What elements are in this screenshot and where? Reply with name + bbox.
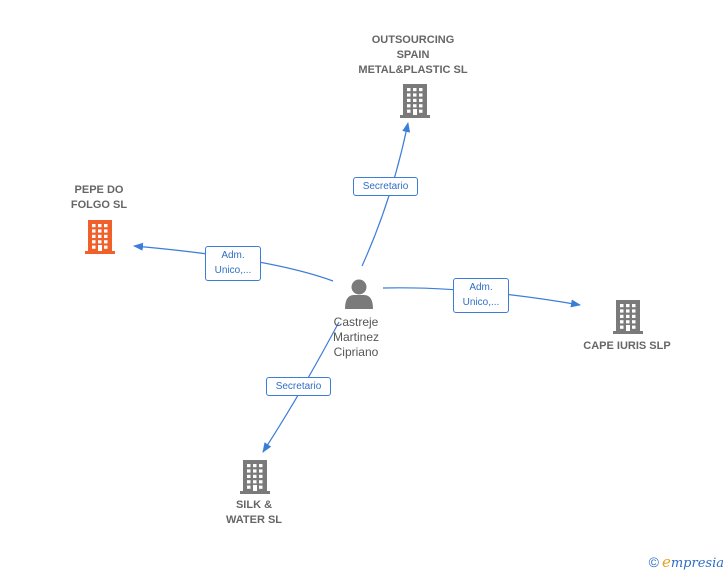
relation-label-pepe: Adm. Unico,... [205,246,261,281]
building-icon-cape[interactable] [613,300,643,334]
brand-logo-text: mpresia [670,556,724,571]
empresia-watermark: ©empresia [649,553,724,571]
company-label-pepe[interactable]: PEPE DO FOLGO SL [70,184,128,211]
relation-label-silk: Secretario [266,377,331,396]
relation-edge-outsourcing [361,122,411,267]
person-icon[interactable] [345,279,373,310]
relation-label-outsourcing: Secretario [353,177,418,196]
company-label-outsourcing[interactable]: OUTSOURCING SPAIN METAL&PLASTIC SL [358,34,468,76]
person-label[interactable]: Castreje Martinez Cipriano [332,315,379,359]
relation-label-cape: Adm. Unico,... [453,278,509,313]
building-icon-pepe[interactable] [85,220,115,254]
copyright-symbol: © [648,554,659,570]
brand-logo-e: e [661,553,671,571]
building-icon-silk[interactable] [240,460,270,494]
building-icon-outsourcing[interactable] [400,84,430,118]
company-label-cape[interactable]: CAPE IURIS SLP [583,340,671,352]
company-label-silk[interactable]: SILK & WATER SL [225,499,282,526]
